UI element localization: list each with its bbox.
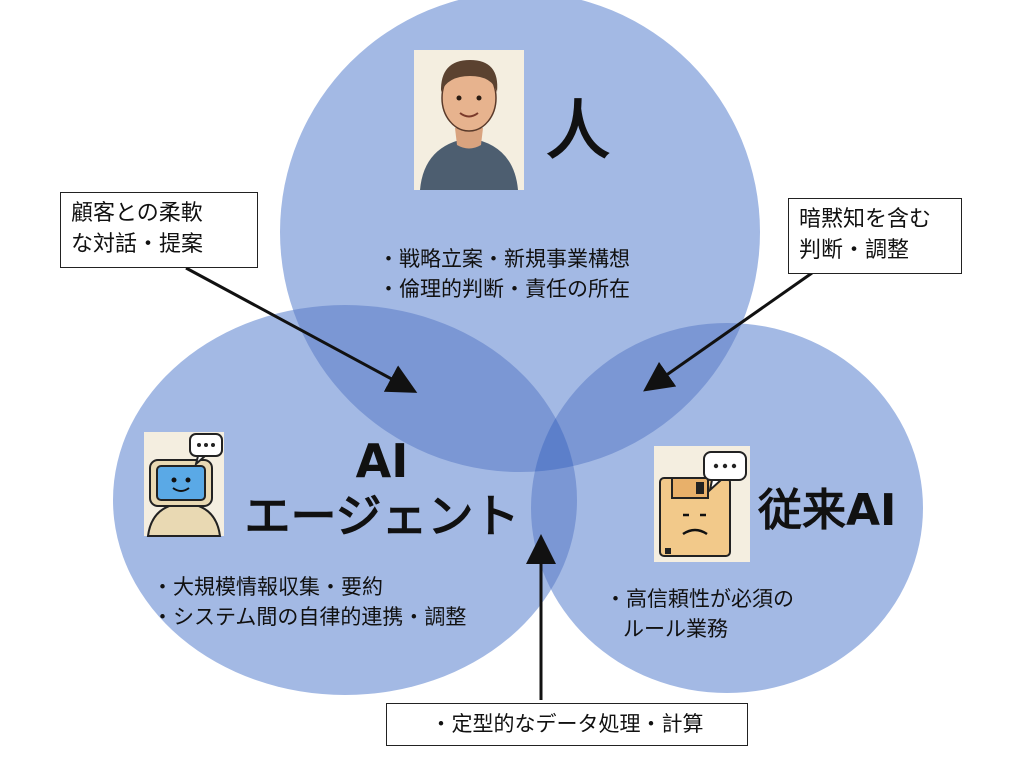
ai-agent-bullet-1: ・大規模情報収集・要約 <box>152 575 383 599</box>
callout-left-line2: な対話・提案 <box>71 231 204 257</box>
robot-chat-icon <box>144 432 224 537</box>
human-title: 人 <box>546 95 610 169</box>
callout-left-line1: 顧客との柔軟 <box>71 201 203 226</box>
traditional-ai-bullets: ・高信頼性が必須の ルール業務 <box>605 584 794 645</box>
ai-agent-title-line1: AI <box>355 434 409 488</box>
sad-floppy-chat-icon <box>654 446 750 562</box>
ai-agent-bullet-2: ・システム間の自律的連携・調整 <box>152 605 467 630</box>
callout-right-line1: 暗黙知を含む <box>799 207 932 232</box>
human-bullets: ・戦略立案・新規事業構想 ・倫理的判断・責任の所在 <box>378 244 630 305</box>
callout-left: 顧客との柔軟 な対話・提案 <box>60 192 258 268</box>
callout-right: 暗黙知を含む 判断・調整 <box>788 198 962 274</box>
ai-agent-title-line2: エージェント <box>244 489 520 544</box>
human-bullet-2: ・倫理的判断・責任の所在 <box>378 277 630 302</box>
ai-agent-bullets: ・大規模情報収集・要約 ・システム間の自律的連携・調整 <box>152 572 466 633</box>
traditional-ai-bullet-2: ルール業務 <box>623 617 728 642</box>
overlap-human-ai <box>280 305 577 472</box>
callout-bottom: ・定型的なデータ処理・計算 <box>386 703 748 747</box>
callout-right-line2: 判断・調整 <box>799 237 910 263</box>
person-icon <box>414 50 524 190</box>
traditional-ai-title: 従来AI <box>758 485 897 536</box>
human-bullet-1: ・戦略立案・新規事業構想 <box>378 247 630 271</box>
traditional-ai-bullet-1: ・高信頼性が必須の <box>605 587 794 611</box>
arrow-right <box>643 271 813 392</box>
ai-agent-title: AI エージェント <box>232 434 532 544</box>
overlap-human-traditional <box>531 323 760 472</box>
arrow-left <box>185 266 418 393</box>
